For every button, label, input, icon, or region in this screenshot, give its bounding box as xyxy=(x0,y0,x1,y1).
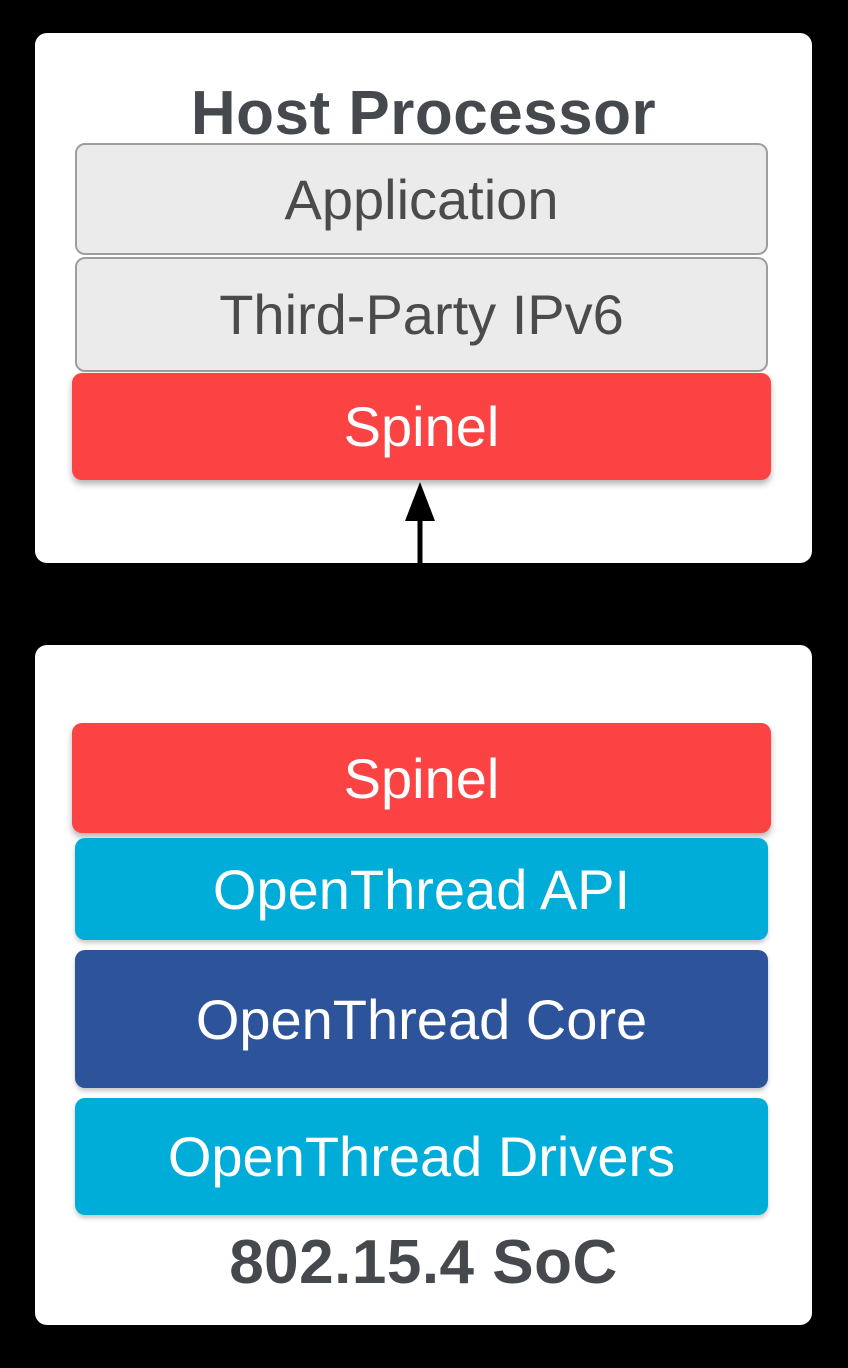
host-card-title: Host Processor xyxy=(190,79,657,148)
soc-card: Spinel OpenThread API OpenThread Core Op… xyxy=(35,645,812,1325)
host-processor-card: Host Processor Application Third-Party I… xyxy=(35,33,812,563)
layer-host-spinel: Spinel xyxy=(72,373,771,480)
layer-openthread-core-label: OpenThread Core xyxy=(195,987,648,1051)
layer-host-spinel-label: Spinel xyxy=(343,395,500,458)
layer-openthread-drivers-label: OpenThread Drivers xyxy=(167,1125,676,1188)
layer-third-party-ipv6: Third-Party IPv6 xyxy=(75,257,768,372)
layer-soc-spinel: Spinel xyxy=(72,723,771,833)
soc-card-title: 802.15.4 SoC xyxy=(229,1228,618,1297)
layer-openthread-api: OpenThread API xyxy=(75,838,768,940)
layer-third-party-ipv6-label: Third-Party IPv6 xyxy=(219,283,624,346)
layer-soc-spinel-label: Spinel xyxy=(343,746,500,810)
layer-application-label: Application xyxy=(284,167,559,231)
layer-openthread-drivers: OpenThread Drivers xyxy=(75,1098,768,1215)
layer-application: Application xyxy=(75,143,768,255)
layer-openthread-api-label: OpenThread API xyxy=(212,857,631,921)
layer-openthread-core: OpenThread Core xyxy=(75,950,768,1088)
